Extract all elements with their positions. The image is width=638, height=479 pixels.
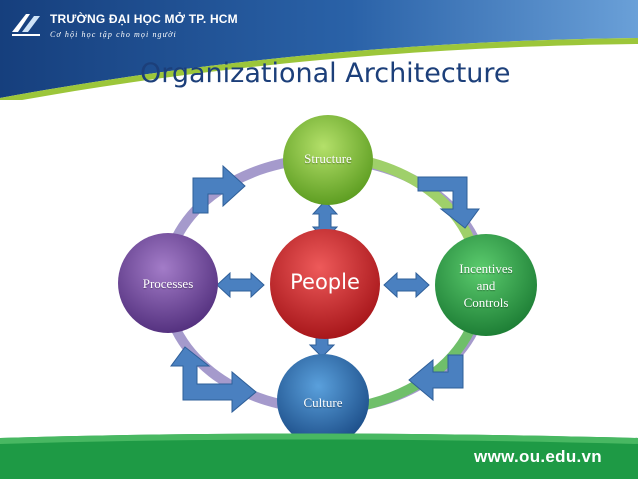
footer-url: www.ou.edu.vn: [474, 447, 602, 466]
incentives-label: Incentives and Controls: [436, 260, 536, 311]
processes-label: Processes: [142, 276, 194, 291]
structure-label: Structure: [304, 151, 352, 166]
university-slogan: Cơ hội học tập cho mọi người: [50, 30, 177, 39]
incentives-label-line-3: Controls: [463, 295, 509, 310]
incentives-node: [435, 234, 537, 336]
university-name: TRƯỜNG ĐẠI HỌC MỞ TP. HCM: [50, 12, 238, 26]
footer-banner: [0, 433, 638, 479]
double-arrow-people-incentives: [383, 271, 430, 299]
people-node: [270, 229, 380, 339]
double-arrow-people-processes: [216, 271, 265, 299]
people-label: People: [290, 270, 360, 294]
culture-label: Culture: [303, 395, 343, 410]
elbow-arrow-structure-to-incentives: [417, 176, 480, 229]
elbow-arrow-incentives-to-culture: [408, 354, 464, 402]
incentives-label-line-1: Incentives: [459, 261, 513, 276]
processes-node: [118, 233, 218, 333]
elbow-arrow-processes-to-structure: [192, 164, 246, 214]
elbow-arrow-culture-to-processes: [170, 346, 257, 414]
incentives-label-line-2: and: [476, 278, 496, 293]
culture-node: [277, 354, 369, 446]
header-banner: [0, 0, 638, 100]
structure-node: [283, 115, 373, 205]
footer-banner-highlight: [0, 433, 638, 444]
university-logo-icon: [12, 14, 40, 36]
slide-title: Organizational Architecture: [140, 58, 511, 89]
